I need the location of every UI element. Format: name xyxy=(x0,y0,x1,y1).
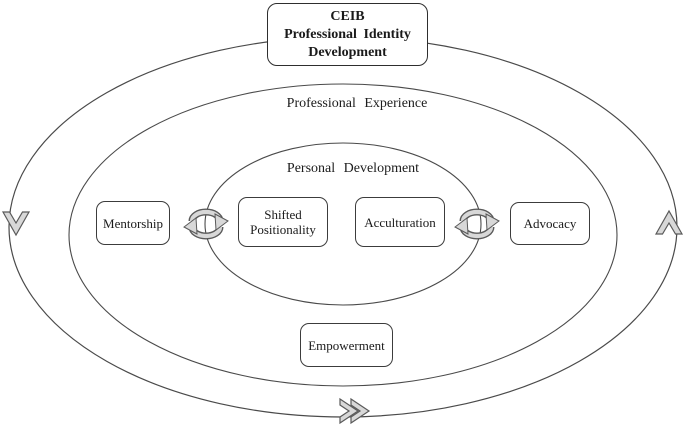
inner-ring-label: Personal Development xyxy=(286,161,420,176)
chevron-up-arrow-icon xyxy=(654,209,684,235)
node-shifted-positionality: Shifted Positionality xyxy=(238,197,328,247)
node-advocacy: Advocacy xyxy=(510,202,590,245)
node-mentorship: Mentorship xyxy=(96,201,170,245)
chevron-right-icon xyxy=(339,397,360,425)
title-line-3: Development xyxy=(308,44,387,60)
chevron-down-arrow-icon xyxy=(1,211,31,237)
title-line-2: Professional Identity xyxy=(284,26,411,42)
double-chevron-right-arrow-icon xyxy=(339,397,371,425)
cycle-arrows-icon-left xyxy=(183,208,229,240)
professional-experience-ellipse xyxy=(68,83,618,387)
title-box: CEIB Professional Identity Development xyxy=(267,3,428,66)
cycle-arrowhead xyxy=(183,217,198,235)
node-empowerment: Empowerment xyxy=(300,323,393,367)
cycle-arrows-icon-right xyxy=(454,208,500,240)
cycle-arrowhead xyxy=(214,213,229,231)
cycle-arrowhead xyxy=(485,213,500,231)
chevron-right-icon xyxy=(350,397,371,425)
personal-development-ellipse xyxy=(204,142,482,306)
title-line-1: CEIB xyxy=(330,8,365,24)
outer-ring-label: Professional Experience xyxy=(286,96,428,111)
cycle-arrowhead xyxy=(454,217,469,235)
node-acculturation: Acculturation xyxy=(355,197,445,247)
